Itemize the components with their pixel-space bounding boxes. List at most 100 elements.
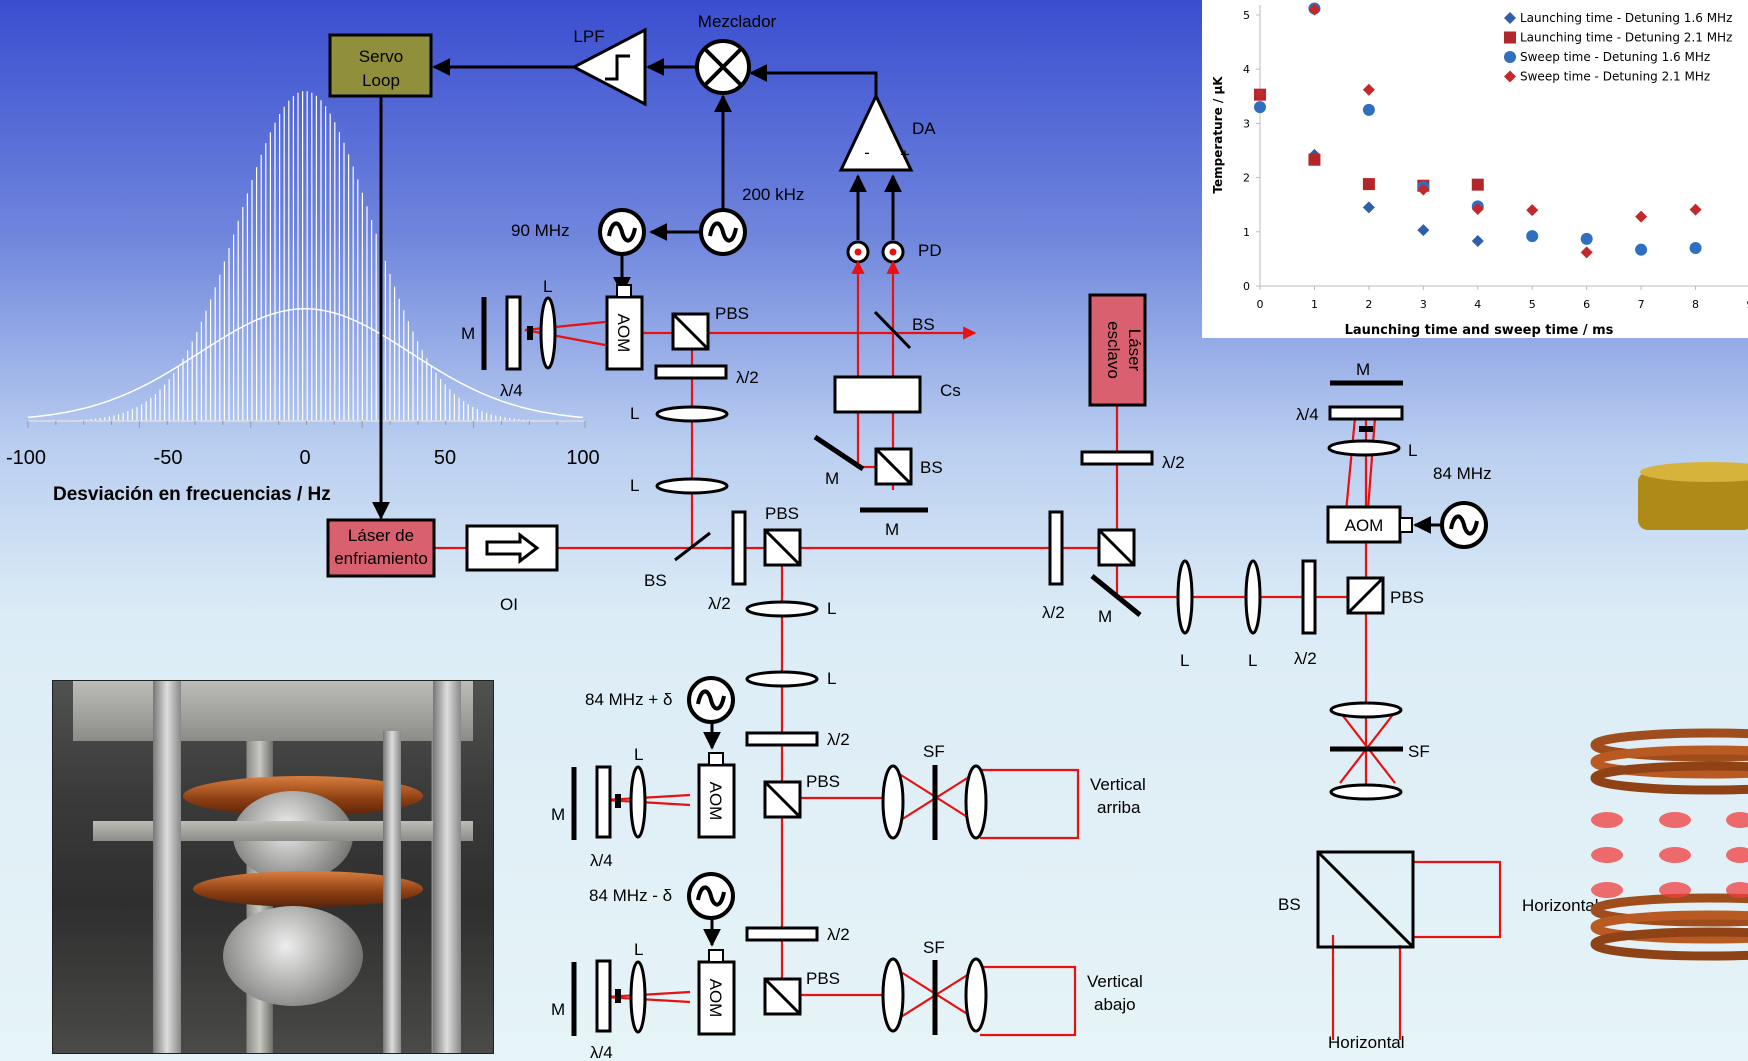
aom-label: AOM — [706, 782, 725, 821]
chart-point — [1362, 103, 1375, 116]
spectrum-tick--100: -100 — [6, 447, 46, 469]
chart-legend: Launching time - Detuning 1.6 MHzLaunchi… — [1504, 11, 1732, 84]
chart-y-tick-label: 0 — [1243, 280, 1250, 293]
m-label: M — [1098, 607, 1112, 626]
lens — [881, 957, 905, 1033]
chart-x-tick-label: 2 — [1365, 298, 1372, 311]
slave-laser-label-1: Láser — [1125, 329, 1144, 372]
chart-point — [1526, 230, 1539, 243]
lens — [629, 765, 647, 839]
chart-point — [1471, 235, 1484, 248]
waveplate — [1328, 405, 1404, 421]
pbs-label: PBS — [1390, 588, 1424, 607]
bs-label: BS — [644, 571, 667, 590]
apparatus-photo — [52, 680, 494, 1054]
legend-marker — [1504, 51, 1516, 63]
pbs-label: PBS — [715, 304, 749, 323]
sf-label: SF — [923, 938, 945, 957]
oscillator-84mhz-plus-icon — [687, 676, 735, 724]
lens — [1244, 559, 1262, 635]
lambda2-label: λ/2 — [1162, 453, 1185, 472]
legend-item-label: Sweep time - Detuning 2.1 MHz — [1520, 70, 1710, 84]
l-label: L — [634, 940, 643, 959]
legend-item-label: Launching time - Detuning 1.6 MHz — [1520, 11, 1732, 25]
spectrum-x-label: Desviación en frecuencias / Hz — [53, 484, 331, 505]
aom-label: AOM — [706, 979, 725, 1018]
aom-label: AOM — [1345, 516, 1384, 535]
vertical-abajo-label-1: Vertical — [1087, 972, 1143, 991]
chart-point — [1417, 224, 1430, 237]
lambda2-label: λ/2 — [736, 368, 759, 387]
chart-points — [1254, 2, 1702, 259]
servo-loop-box — [328, 33, 433, 98]
waveplate — [1048, 510, 1064, 586]
chart-y-label: Temperature / µK — [1211, 76, 1225, 194]
legend-marker — [1504, 12, 1516, 24]
lens — [881, 764, 905, 840]
mixer-label: Mezclador — [698, 12, 777, 31]
photodiode-icon — [881, 240, 905, 264]
control-electronics: Servo Loop LPF Mezclador DA - + 200 kHz … — [328, 12, 942, 520]
lambda4-label: λ/4 — [590, 851, 613, 870]
da-label: DA — [912, 119, 936, 138]
oscillator-84mhz-icon — [1440, 501, 1488, 549]
chart-point — [1471, 178, 1484, 191]
lambda4-label: λ/4 — [1296, 405, 1319, 424]
chart-point — [1689, 242, 1702, 255]
servo-label-2: Loop — [362, 71, 400, 90]
waveplate — [505, 295, 522, 371]
chart-x-tick-label: 9 — [1747, 298, 1748, 311]
chart-point — [1526, 204, 1539, 217]
chart-axes: 0123450123456789 — [1243, 5, 1748, 311]
laser-beams — [435, 260, 1502, 1040]
l-label: L — [1408, 441, 1417, 460]
osc-84mhz-label: 84 MHz — [1433, 464, 1492, 483]
waveplate — [1301, 559, 1317, 635]
chart-x-tick-label: 6 — [1583, 298, 1590, 311]
beam-splitter — [674, 531, 711, 562]
chart-y-tick-label: 3 — [1243, 117, 1250, 130]
lpf-label: LPF — [573, 27, 604, 46]
lambda2-label: λ/2 — [1042, 603, 1065, 622]
waveplate — [745, 731, 819, 747]
legend-item-label: Sweep time - Detuning 1.6 MHz — [1520, 50, 1710, 64]
cooling-laser-label-2: enfriamiento — [334, 549, 428, 568]
legend-marker — [1504, 70, 1516, 83]
m-label: M — [885, 520, 899, 539]
slave-laser — [1088, 293, 1147, 407]
l-label: L — [630, 476, 639, 495]
l-label: L — [827, 599, 836, 618]
oscillator-200khz-icon — [699, 208, 747, 256]
chart-point — [1362, 178, 1375, 191]
l-label: L — [630, 404, 639, 423]
m-label: M — [1356, 360, 1370, 379]
mirror — [813, 434, 865, 472]
waveplate — [745, 926, 819, 942]
slave-laser-label-2: esclavo — [1104, 321, 1123, 379]
spectrum-envelope — [27, 308, 584, 419]
photodiode-icon — [846, 240, 870, 264]
waveplate — [654, 364, 728, 380]
chart-point — [1635, 243, 1648, 256]
oscillator-90mhz-icon — [598, 208, 646, 256]
vertical-abajo-label-2: abajo — [1094, 995, 1136, 1014]
osc-84mhz-plus-label: 84 MHz + δ — [585, 690, 672, 709]
chart-y-tick-label: 1 — [1243, 226, 1250, 239]
aom-label: AOM — [614, 314, 633, 353]
magnetic-coils — [1590, 462, 1748, 961]
optical-components: AOM M L λ/4 PBS λ/2 L L BS Cs BS M M Lás… — [326, 277, 1599, 1061]
chart-point — [1308, 153, 1321, 166]
mirror — [1090, 574, 1142, 617]
lens — [629, 960, 647, 1034]
lambda2-label: λ/2 — [708, 594, 731, 613]
servo-label-1: Servo — [359, 47, 403, 66]
atom-cloud-icon — [1591, 812, 1748, 898]
horizontal-label: Horizontal — [1522, 896, 1599, 915]
chart-x-tick-label: 5 — [1529, 298, 1536, 311]
aom-box — [1326, 505, 1402, 544]
temperature-chart: Temperature / µK Launching time and swee… — [1202, 0, 1748, 338]
l-label: L — [1180, 651, 1189, 670]
spectrum-tick--50: -50 — [154, 447, 183, 469]
lens — [1327, 439, 1401, 457]
